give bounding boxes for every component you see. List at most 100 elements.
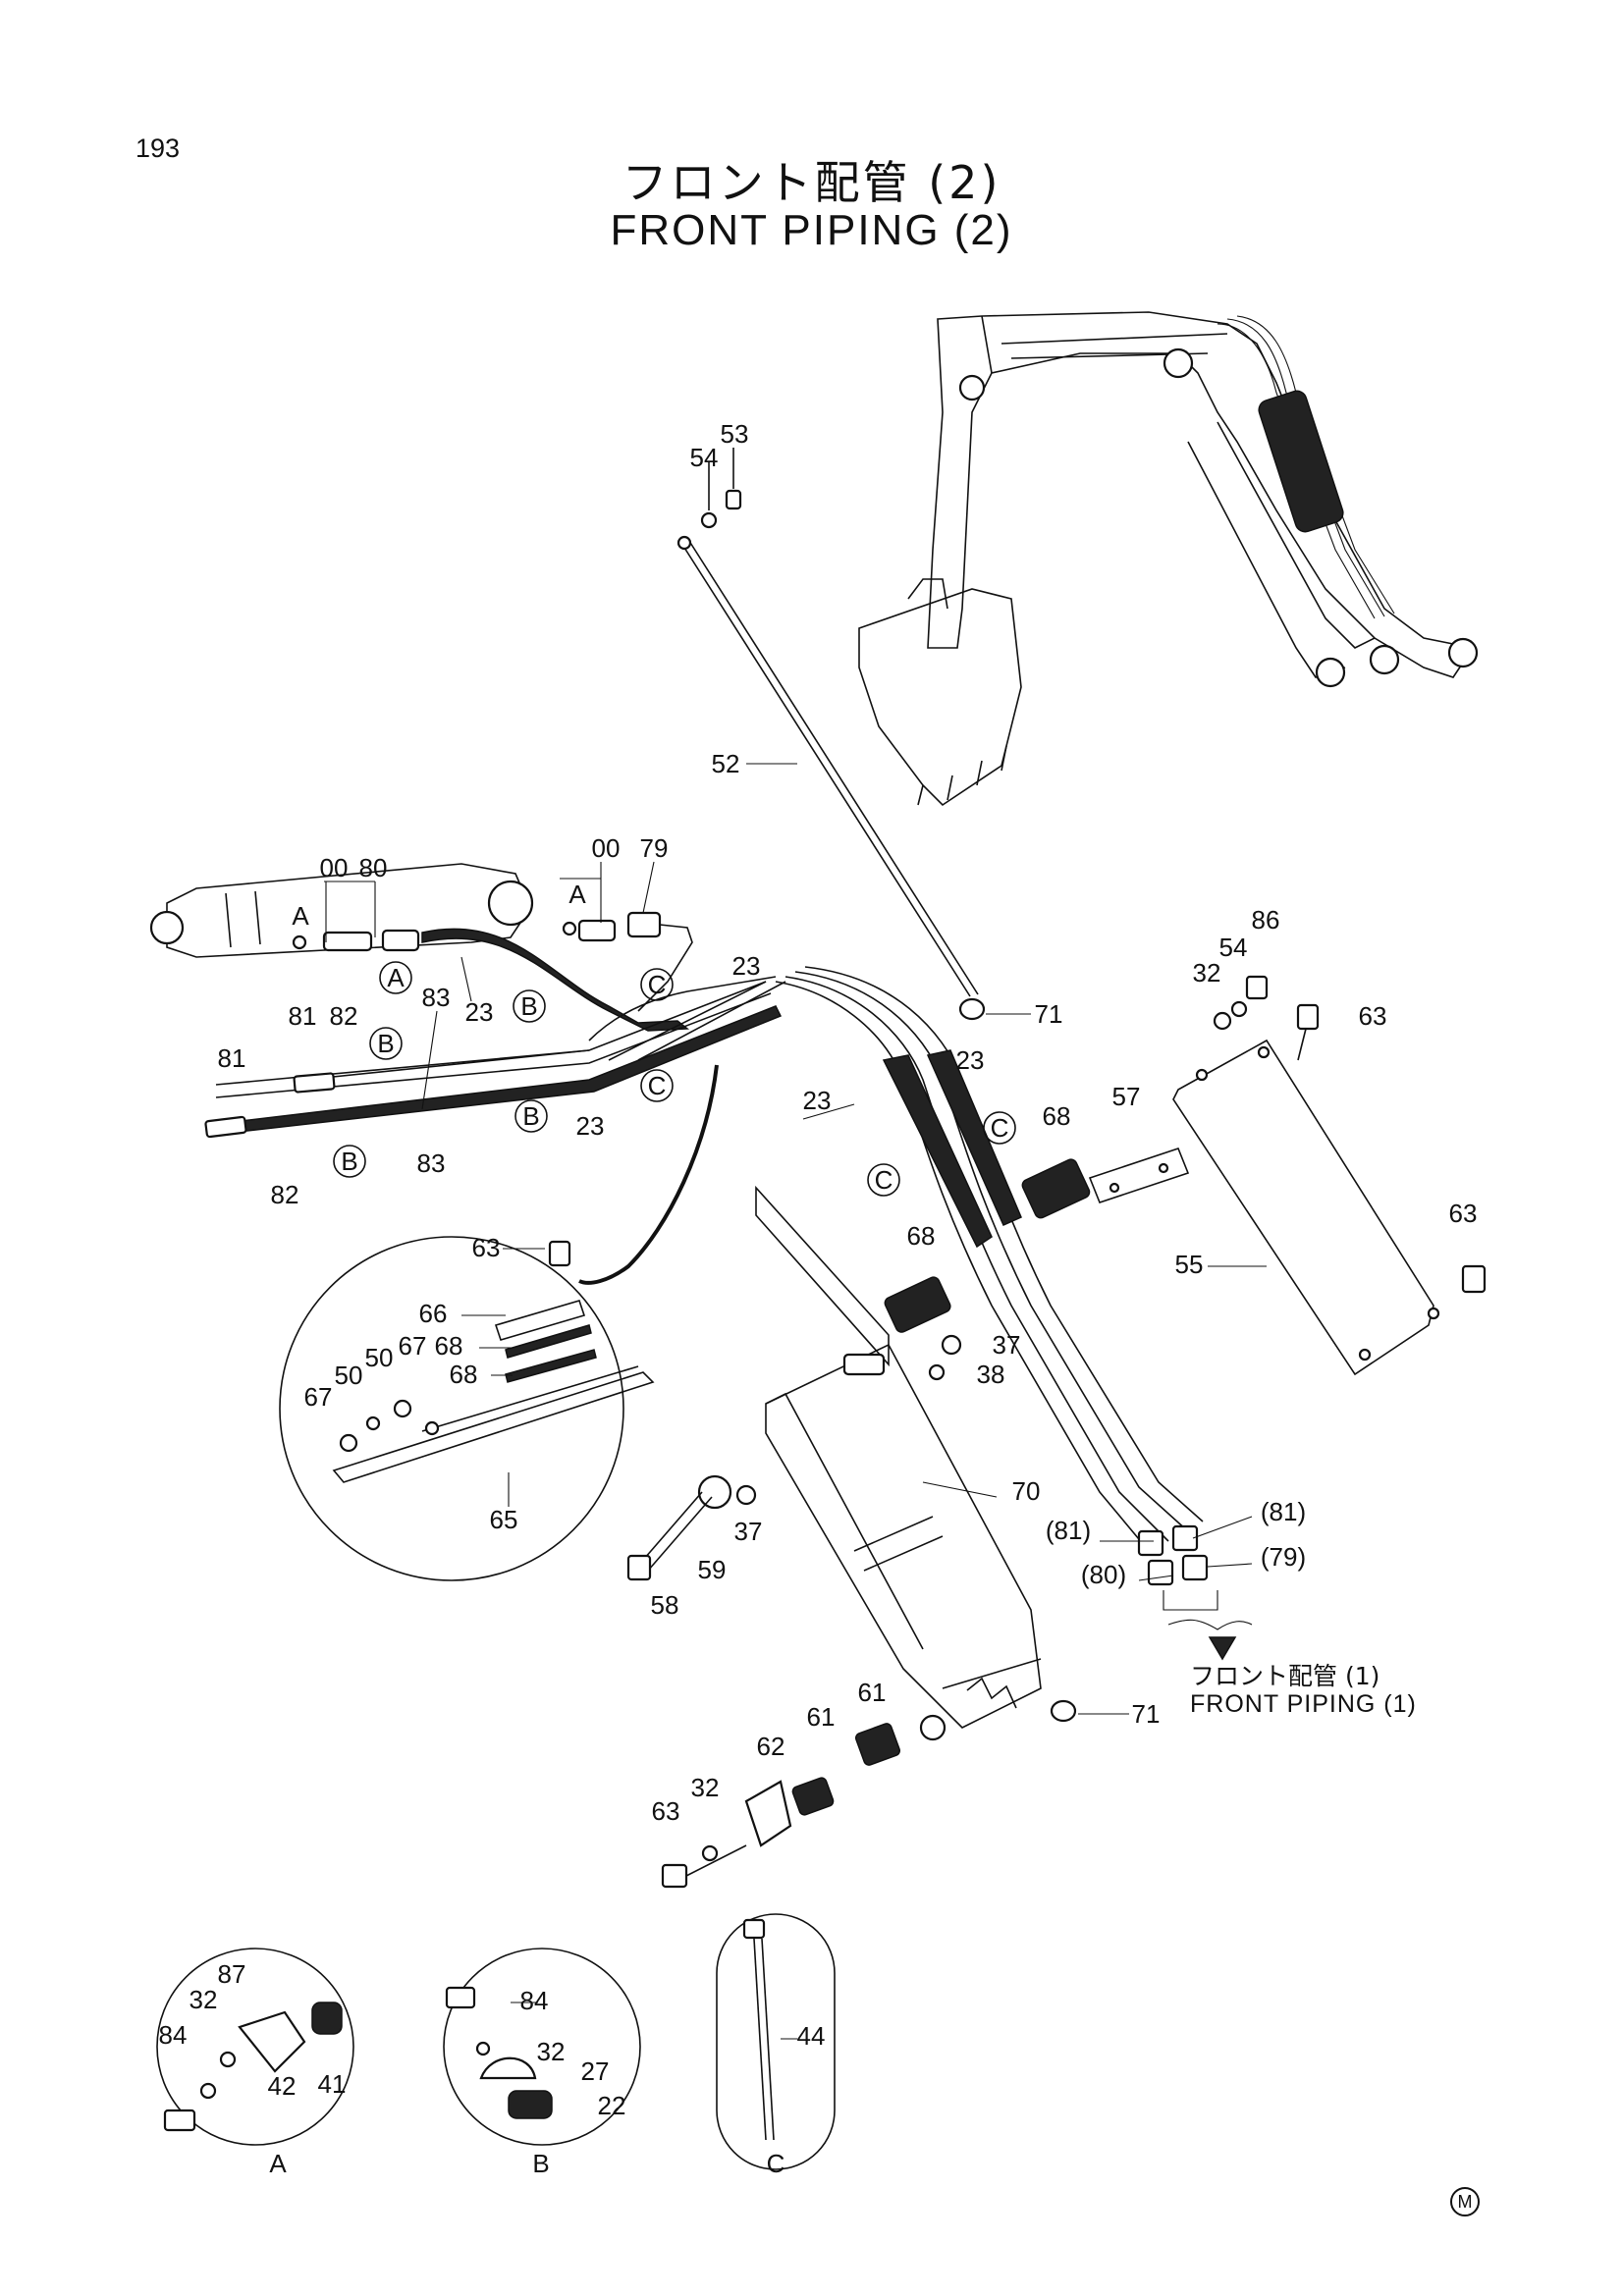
bracket-frame-70	[755, 1185, 1042, 1741]
label-00-right: 00	[592, 833, 621, 863]
label-23-top: 23	[732, 951, 761, 981]
label-81-paren-right: (81)	[1261, 1497, 1306, 1526]
part-labels: 00 80 00 79 53 54 52 23 23 23 23 23 81 8…	[159, 419, 1478, 2178]
label-37-upper: 37	[993, 1330, 1021, 1360]
detail-leader-curve	[578, 1064, 719, 1285]
label-83-top: 83	[422, 983, 451, 1012]
detail-label-50-b: 50	[365, 1343, 394, 1372]
label-83-bottom: 83	[417, 1148, 446, 1178]
label-53: 53	[721, 419, 749, 449]
label-79: 79	[640, 833, 669, 863]
label-81-top: 81	[289, 1001, 317, 1031]
label-63-bottom: 63	[652, 1796, 680, 1826]
label-62: 62	[757, 1732, 785, 1761]
detail-circle-clamp	[279, 1236, 655, 1581]
label-54-right: 54	[1219, 933, 1248, 962]
label-61-right: 61	[858, 1678, 887, 1707]
leader-lines	[324, 861, 1267, 2040]
label-59: 59	[698, 1555, 727, 1584]
detail-b-label-27: 27	[581, 2056, 610, 2086]
label-23-left: 23	[465, 997, 494, 1027]
label-23-right: 23	[956, 1045, 985, 1075]
label-54-top: 54	[690, 443, 719, 472]
reference-title-english: FRONT PIPING (1)	[1190, 1690, 1417, 1718]
detail-b-label-84: 84	[520, 1986, 549, 2015]
label-68-right: 68	[1043, 1101, 1071, 1131]
detail-b	[443, 1948, 641, 2146]
callout-a-1: A	[387, 963, 405, 992]
cylinder-and-hoses	[149, 863, 786, 1139]
detail-c-caption: C	[767, 2149, 785, 2178]
callout-b-4: B	[341, 1147, 357, 1176]
detail-c-label-44: 44	[797, 2021, 826, 2051]
main-hose-bundle	[775, 966, 1253, 1661]
label-81-paren-left: (81)	[1046, 1516, 1091, 1545]
callout-a-cyl-right: A	[568, 880, 586, 909]
callout-c-1: C	[648, 970, 667, 999]
detail-b-label-22: 22	[598, 2091, 626, 2120]
label-70: 70	[1012, 1476, 1041, 1506]
callout-c-4: C	[875, 1165, 893, 1195]
label-23-bottom: 23	[576, 1111, 605, 1141]
label-52: 52	[712, 749, 740, 778]
page-title-japanese: フロント配管 (2)	[622, 156, 1001, 209]
manufacturer-mark: M	[1450, 2187, 1480, 2216]
detail-label-68-b: 68	[450, 1360, 478, 1389]
label-32-upper: 32	[1193, 958, 1221, 988]
pipe-52-assembly	[676, 448, 1129, 1723]
clamps-and-bolts	[626, 975, 1487, 1889]
label-63-upper: 63	[1359, 1001, 1387, 1031]
label-71-bottom: 71	[1132, 1699, 1161, 1729]
label-63-right: 63	[1449, 1199, 1478, 1228]
plate-57	[1088, 1148, 1190, 1203]
reference-title-japanese: フロント配管 (1)	[1190, 1662, 1380, 1690]
detail-a-label-42: 42	[268, 2071, 297, 2101]
label-38: 38	[977, 1360, 1005, 1389]
detail-c	[716, 1913, 836, 2170]
callout-b-3: B	[522, 1101, 539, 1131]
label-23-middle: 23	[803, 1086, 832, 1115]
detail-label-67-a: 67	[304, 1382, 333, 1412]
label-55: 55	[1175, 1250, 1204, 1279]
label-58: 58	[651, 1590, 679, 1620]
label-57: 57	[1112, 1082, 1141, 1111]
detail-a-label-32: 32	[189, 1985, 218, 2014]
detail-label-65: 65	[490, 1505, 518, 1534]
callout-a-cyl-left: A	[292, 901, 309, 931]
excavator-front-illustration	[858, 311, 1479, 807]
detail-a	[156, 1948, 354, 2146]
label-81-left: 81	[218, 1043, 246, 1073]
callout-markers: A B B B B C C C C A A	[292, 880, 1016, 1197]
detail-b-label-32: 32	[537, 2037, 566, 2066]
label-82-bottom: 82	[271, 1180, 299, 1209]
detail-a-label-87: 87	[218, 1959, 246, 1989]
page-title-english: FRONT PIPING (2)	[610, 206, 1013, 254]
label-80-paren: (80)	[1081, 1560, 1126, 1589]
label-00-left: 00	[320, 853, 349, 882]
detail-a-label-84: 84	[159, 2020, 188, 2050]
label-68-center: 68	[907, 1221, 936, 1251]
label-71-top: 71	[1035, 999, 1063, 1029]
label-86: 86	[1252, 905, 1280, 934]
callout-c-3: C	[991, 1113, 1009, 1143]
label-82-top: 82	[330, 1001, 358, 1031]
detail-label-63: 63	[472, 1233, 501, 1262]
label-79-paren: (79)	[1261, 1542, 1306, 1572]
label-61-left: 61	[807, 1702, 836, 1732]
callout-b-1: B	[520, 991, 537, 1021]
callout-b-2: B	[377, 1029, 394, 1058]
page-number: 193	[135, 133, 181, 163]
cover-plate-55	[1172, 1039, 1440, 1376]
detail-a-caption: A	[269, 2149, 287, 2178]
detail-label-67-b: 67	[399, 1331, 427, 1361]
label-37-lower: 37	[734, 1517, 763, 1546]
detail-b-caption: B	[532, 2149, 549, 2178]
detail-label-68-a: 68	[435, 1331, 463, 1361]
label-80: 80	[359, 853, 388, 882]
detail-a-label-41: 41	[318, 2069, 347, 2099]
label-32-bottom: 32	[691, 1773, 720, 1802]
callout-c-2: C	[648, 1071, 667, 1100]
detail-label-50-a: 50	[335, 1361, 363, 1390]
detail-label-66: 66	[419, 1299, 448, 1328]
